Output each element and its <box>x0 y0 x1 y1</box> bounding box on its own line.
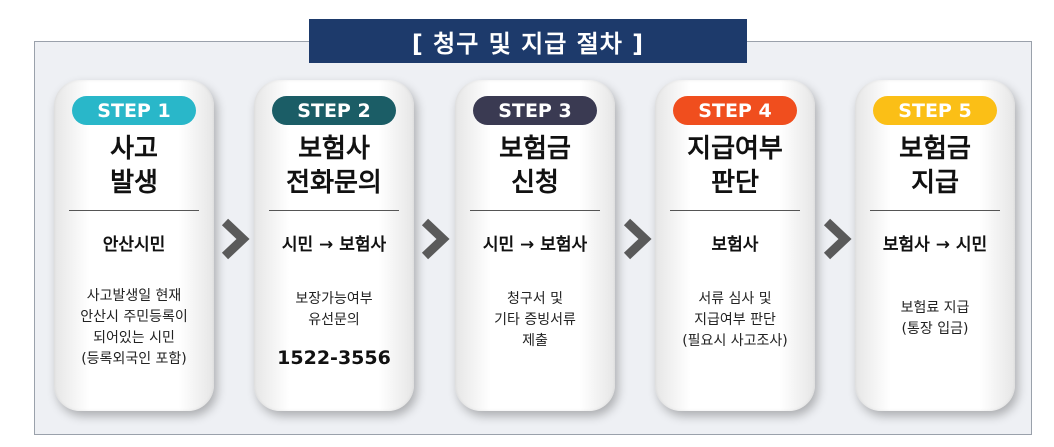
chevron-right-icon <box>623 218 652 260</box>
step-title-1: 사고 발생 <box>54 132 214 200</box>
step-title-line: 전화문의 <box>286 168 382 198</box>
step-title-line: 발생 <box>110 168 158 198</box>
step-title-line: 사고 <box>110 134 158 164</box>
step-title-line: 보험사 <box>298 134 370 164</box>
step-title-line: 보험금 <box>899 134 971 164</box>
step-title-2: 보험사 전화문의 <box>254 132 414 200</box>
step-title-line: 보험금 <box>499 134 571 164</box>
step-title-line: 지급여부 <box>687 134 783 164</box>
page-title: [ 청구 및 지급 절차 ] <box>309 19 747 63</box>
step-desc-line: (통장 입금) <box>901 321 969 337</box>
step-desc-line: (필요시 사고조사) <box>682 333 788 349</box>
step-desc-line: 기타 증빙서류 <box>494 312 576 328</box>
divider <box>69 210 199 211</box>
step-actor-1: 안산시민 <box>102 235 166 255</box>
step-badge-4: STEP 4 <box>673 96 797 125</box>
step-badge-2: STEP 2 <box>272 96 396 125</box>
step-badge-3: STEP 3 <box>473 96 597 125</box>
step-card-1: STEP 1 사고 발생 안산시민 사고발생일 현재 안산시 주민등록이 되어있… <box>54 80 214 411</box>
step-actor-4: 보험사 <box>711 235 759 255</box>
divider <box>470 210 600 211</box>
step-desc-line: 청구서 및 <box>507 291 563 307</box>
step-desc-line: 서류 심사 및 <box>698 291 772 307</box>
step-desc-2: 보장가능여부 유선문의 <box>254 289 414 331</box>
step-desc-1: 사고발생일 현재 안산시 주민등록이 되어있는 시민 (등록외국인 포함) <box>54 286 214 370</box>
step-card-3: STEP 3 보험금 신청 시민 → 보험사 청구서 및 기타 증빙서류 제출 <box>455 80 615 411</box>
step-desc-line: 보험료 지급 <box>900 300 970 316</box>
divider <box>670 210 800 211</box>
step-desc-line: (등록외국인 포함) <box>81 351 187 367</box>
divider <box>269 210 399 211</box>
step-card-4: STEP 4 지급여부 판단 보험사 서류 심사 및 지급여부 판단 (필요시 … <box>655 80 815 411</box>
step-desc-line: 되어있는 시민 <box>93 330 175 346</box>
step-desc-line: 유선문의 <box>308 312 360 328</box>
chevron-right-icon <box>221 218 250 260</box>
chevron-right-icon <box>823 218 852 260</box>
step-desc-line: 보장가능여부 <box>295 291 373 307</box>
step-badge-5: STEP 5 <box>873 96 997 125</box>
step-desc-line: 안산시 주민등록이 <box>80 309 188 325</box>
step-desc-3: 청구서 및 기타 증빙서류 제출 <box>455 289 615 352</box>
step-actor-5: 보험사 → 시민 <box>882 235 988 255</box>
step-desc-line: 지급여부 판단 <box>694 312 776 328</box>
divider <box>870 210 1000 211</box>
chevron-right-icon <box>421 218 450 260</box>
step-desc-4: 서류 심사 및 지급여부 판단 (필요시 사고조사) <box>655 289 815 352</box>
step-actor-3: 시민 → 보험사 <box>482 235 588 255</box>
step-badge-1: STEP 1 <box>72 96 196 125</box>
step-card-2: STEP 2 보험사 전화문의 시민 → 보험사 보장가능여부 유선문의 152… <box>254 80 414 411</box>
step-title-line: 지급 <box>911 168 959 198</box>
step-actor-2: 시민 → 보험사 <box>281 235 387 255</box>
step-title-line: 판단 <box>711 168 759 198</box>
step-title-4: 지급여부 판단 <box>655 132 815 200</box>
step-title-5: 보험금 지급 <box>855 132 1015 200</box>
step-desc-line: 사고발생일 현재 <box>86 288 182 304</box>
step-title-line: 신청 <box>511 168 559 198</box>
phone-number: 1522-3556 <box>277 347 391 369</box>
step-desc-5: 보험료 지급 (통장 입금) <box>855 298 1015 340</box>
step-desc-line: 제출 <box>522 333 548 349</box>
step-title-3: 보험금 신청 <box>455 132 615 200</box>
step-card-5: STEP 5 보험금 지급 보험사 → 시민 보험료 지급 (통장 입금) <box>855 80 1015 411</box>
